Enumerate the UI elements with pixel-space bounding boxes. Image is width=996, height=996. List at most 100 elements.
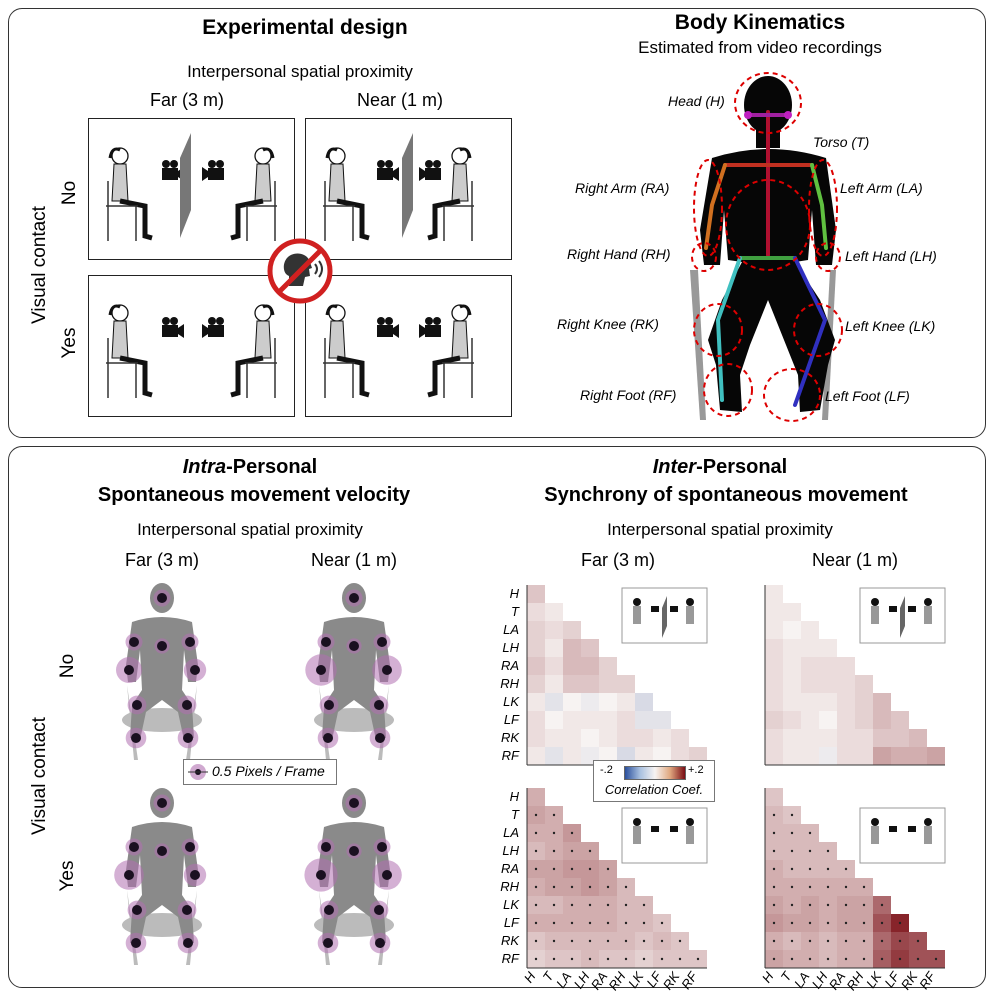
heatmap-cell xyxy=(563,747,581,765)
significance-dot xyxy=(606,903,610,907)
heatmap-row-label: RK xyxy=(501,933,520,948)
significance-dot xyxy=(624,903,628,907)
heatmap-row-label: LK xyxy=(503,694,520,709)
joint-marker xyxy=(323,938,333,948)
heatmap-cell xyxy=(527,747,545,765)
label-left-hand: Left Hand (LH) xyxy=(845,248,937,264)
heatmap-cell xyxy=(581,711,599,729)
significance-dot xyxy=(808,921,812,925)
thumbnail-person xyxy=(686,606,694,624)
significance-dot xyxy=(934,957,938,961)
heatmap-row-label: RH xyxy=(500,676,519,691)
significance-dot xyxy=(772,831,776,835)
joint-marker xyxy=(316,870,326,880)
heatmap-cell xyxy=(801,729,819,747)
heatmap-cell xyxy=(581,675,599,693)
inter-title2: Synchrony of spontaneous movement xyxy=(544,484,908,506)
heatmap-col-label: LA xyxy=(553,969,574,991)
thumbnail-person xyxy=(924,826,932,844)
heatmap-cell xyxy=(765,729,783,747)
heatmap-cell xyxy=(545,657,563,675)
joint-marker xyxy=(124,870,134,880)
joint-marker xyxy=(321,842,331,852)
heatmap-cell xyxy=(545,729,563,747)
significance-dot xyxy=(772,885,776,889)
heatmap-cell xyxy=(545,711,563,729)
joint-marker xyxy=(374,700,384,710)
thumbnail-camera xyxy=(651,826,659,832)
heatmap-cell xyxy=(671,729,689,747)
no-talking-icon xyxy=(267,238,333,304)
significance-dot xyxy=(552,921,556,925)
significance-dot xyxy=(844,957,848,961)
heatmap-cell xyxy=(545,603,563,621)
heatmap-row-label: RK xyxy=(501,730,520,745)
joint-marker xyxy=(382,870,392,880)
significance-dot xyxy=(862,957,866,961)
significance-dot xyxy=(790,903,794,907)
joint-marker xyxy=(374,905,384,915)
significance-dot xyxy=(642,939,646,943)
design-subtitle: Interpersonal spatial proximity xyxy=(187,62,413,81)
significance-dot xyxy=(570,867,574,871)
heatmap-cell xyxy=(783,675,801,693)
heatmap-cell xyxy=(527,621,545,639)
significance-dot xyxy=(880,921,884,925)
heatmap-cell xyxy=(545,639,563,657)
thumbnail-person xyxy=(686,818,694,826)
kinematics-title: Body Kinematics xyxy=(674,11,846,34)
heatmap-row-label: LF xyxy=(504,915,520,930)
heatmap-cell xyxy=(545,621,563,639)
body-silhouette xyxy=(305,583,402,760)
heatmap-cell xyxy=(765,747,783,765)
significance-dot xyxy=(570,957,574,961)
heatmap-cell xyxy=(855,729,873,747)
significance-dot xyxy=(916,957,920,961)
label-torso: Torso (T) xyxy=(813,134,870,150)
thumbnail-person xyxy=(633,606,641,624)
heatmap-cell xyxy=(855,693,873,711)
heatmap-cell xyxy=(819,693,837,711)
body-silhouette xyxy=(116,583,207,760)
heatmap-cell xyxy=(801,639,819,657)
thumbnail-person xyxy=(871,606,879,624)
significance-dot xyxy=(844,885,848,889)
joint-marker xyxy=(131,733,141,743)
heatmap-cell xyxy=(765,675,783,693)
significance-dot xyxy=(880,903,884,907)
thumbnail-camera xyxy=(889,606,897,612)
heatmap-cell xyxy=(873,729,891,747)
heatmap-cell xyxy=(837,711,855,729)
label-left-knee: Left Knee (LK) xyxy=(845,318,936,334)
heatmap-cell xyxy=(765,711,783,729)
heatmap-cell xyxy=(527,693,545,711)
significance-dot xyxy=(588,867,592,871)
significance-dot xyxy=(808,903,812,907)
heatmap-cell xyxy=(783,657,801,675)
heatmap-row-label: LH xyxy=(502,640,519,655)
thumbnail-person xyxy=(633,598,641,606)
heatmap-cell xyxy=(855,675,873,693)
significance-dot xyxy=(808,957,812,961)
heatmap-cell xyxy=(819,711,837,729)
colorbar xyxy=(624,766,686,780)
joint-marker xyxy=(382,665,392,675)
significance-dot xyxy=(844,921,848,925)
joint-marker xyxy=(375,733,385,743)
velocity-legend: 0.5 Pixels / Frame xyxy=(183,759,337,785)
heatmap-cell xyxy=(801,657,819,675)
thumbnail-wall xyxy=(900,596,905,638)
joint-marker xyxy=(321,637,331,647)
heatmap-cell xyxy=(545,747,563,765)
significance-dot xyxy=(880,939,884,943)
thumbnail-person xyxy=(633,826,641,844)
significance-dot xyxy=(534,831,538,835)
heatmap-col-label: RF xyxy=(678,968,701,992)
heatmap-cell xyxy=(617,711,635,729)
joint-marker xyxy=(377,842,387,852)
heatmap-cell xyxy=(909,729,927,747)
joint-marker xyxy=(349,798,359,808)
heatmap-cell xyxy=(873,747,891,765)
significance-dot xyxy=(552,957,556,961)
